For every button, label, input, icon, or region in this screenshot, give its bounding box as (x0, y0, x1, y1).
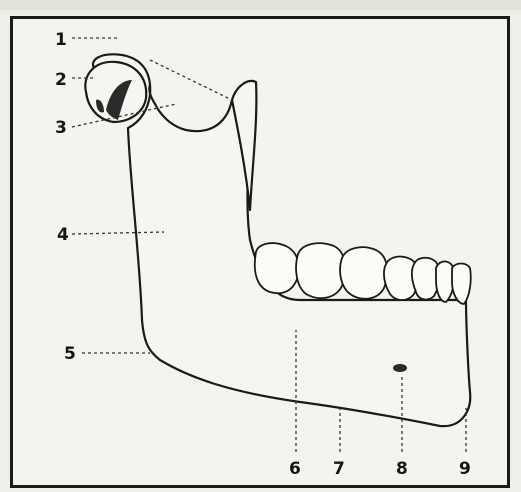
label-7: 7 (333, 459, 345, 479)
molar-2 (296, 243, 345, 298)
label-5: 5 (64, 344, 76, 364)
molar-1 (340, 247, 387, 299)
mental-foramen (393, 364, 407, 372)
label-9: 9 (459, 459, 471, 479)
label-6: 6 (289, 459, 301, 479)
label-3: 3 (55, 118, 67, 138)
inner-line (150, 60, 232, 100)
molar-3 (255, 243, 299, 293)
label-1: 1 (55, 30, 67, 50)
incisors (452, 264, 471, 305)
teeth-row (255, 243, 471, 304)
label-4: 4 (57, 225, 69, 245)
label-8: 8 (396, 459, 408, 479)
label-2: 2 (55, 70, 67, 90)
